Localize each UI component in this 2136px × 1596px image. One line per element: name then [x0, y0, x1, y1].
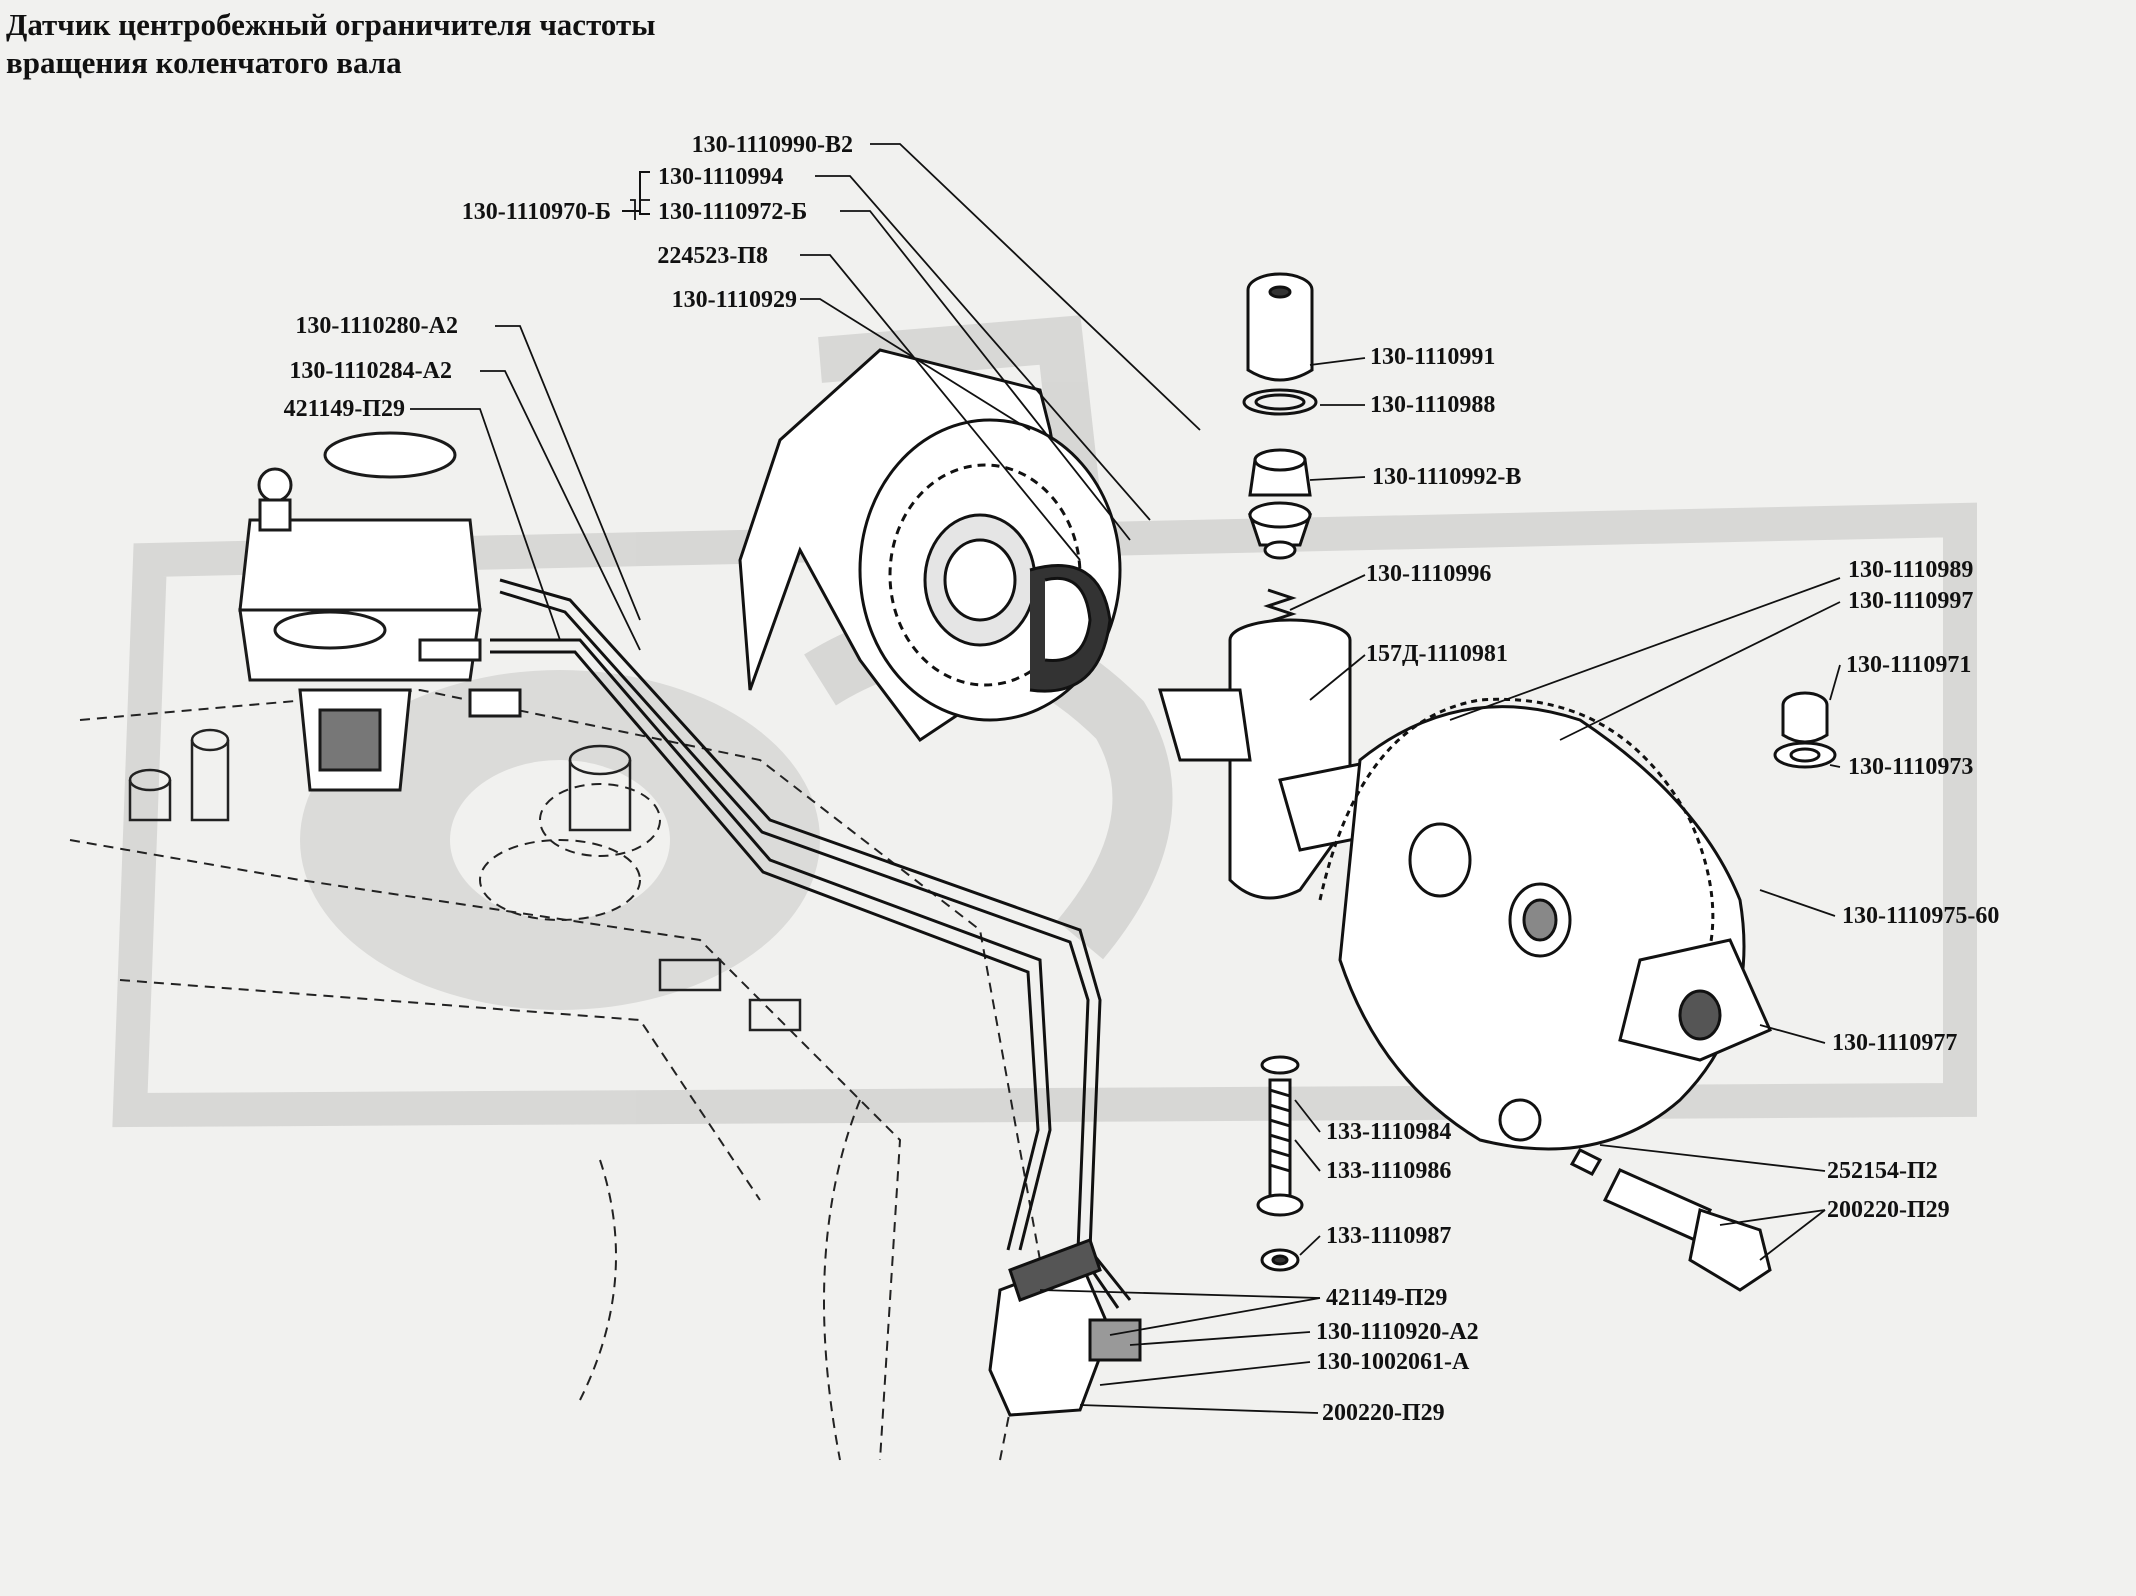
callout-label: 130-1110989 [1848, 557, 1974, 583]
engine-parts [128, 728, 802, 1032]
leader-lines [410, 143, 1841, 1414]
callout-label: 200220-П29 [1827, 1197, 1950, 1223]
callout-label: 130-1110973 [1848, 754, 1974, 780]
callout-label: 130-1110997 [1848, 588, 1974, 614]
gasket-plate [738, 348, 1122, 743]
callout-label: 130-1110996 [1366, 561, 1492, 587]
callout-label: 130-1110280-А2 [295, 313, 458, 339]
callout-label: 130-1110972-Б [658, 199, 808, 225]
callout-label: 130-1110284-А2 [289, 358, 452, 384]
callout-label: 133-1110987 [1326, 1223, 1452, 1249]
callout-label: 130-1110975-60 [1842, 903, 2000, 929]
callout-label: 421149-П29 [283, 396, 405, 422]
sensor-body [1158, 618, 1772, 1151]
bolt-parts [1256, 1055, 1772, 1292]
callout-label: 130-1110988 [1370, 392, 1496, 418]
carburettor [238, 431, 522, 792]
group-bracket [622, 171, 650, 215]
callout-label: 130-1110970-Б [461, 199, 611, 225]
callout-label: 130-1110971 [1846, 652, 1972, 678]
callout-label: 130-1110994 [658, 164, 784, 190]
callout-label: 130-1110991 [1370, 344, 1496, 370]
callout-label: 421149-П29 [1326, 1285, 1448, 1311]
callout-label: 224523-П8 [657, 243, 768, 269]
title-line-1: Датчик центробежный ограничителя частоты [6, 7, 656, 42]
plug-parts [1773, 691, 1837, 769]
callout-label: 130-1002061-А [1316, 1349, 1470, 1375]
callout-label: 130-1110977 [1832, 1030, 1958, 1056]
title-line-2: вращения коленчатого вала [6, 45, 402, 80]
callout-label: 200220-П29 [1322, 1400, 1445, 1426]
callout-label: 130-1110920-А2 [1316, 1319, 1479, 1345]
callout-label: 130-1110992-В [1372, 464, 1522, 490]
callout-label: 130-1110929 [671, 287, 797, 313]
cap-stack [1242, 272, 1318, 664]
callout-label: 133-1110984 [1326, 1119, 1452, 1145]
governor-valve [988, 1238, 1142, 1417]
callout-label: 130-1110990-В2 [691, 132, 853, 158]
callout-label: 252154-П2 [1827, 1158, 1938, 1184]
callout-label: 157Д-1110981 [1366, 641, 1508, 667]
diagram-title: Датчик центробежный ограничителя частоты… [6, 6, 655, 82]
callout-label: 133-1110986 [1326, 1158, 1452, 1184]
